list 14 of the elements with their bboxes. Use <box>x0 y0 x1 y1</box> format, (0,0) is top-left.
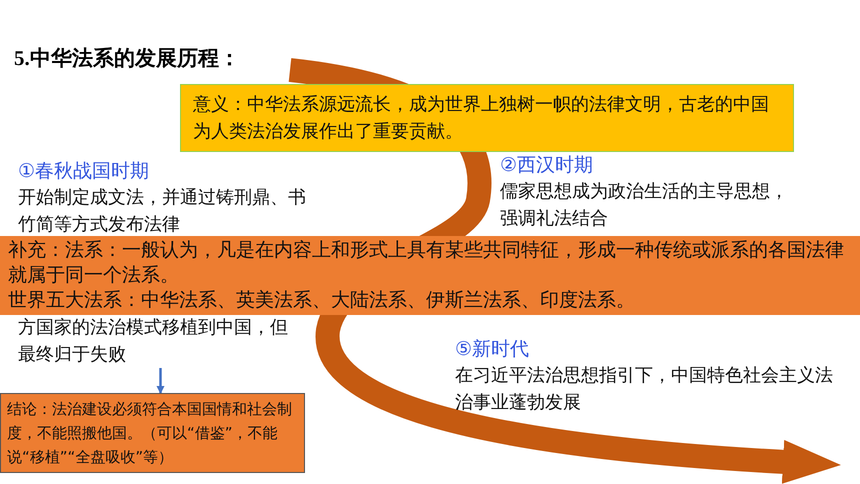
period-heading: ⑤新时代 <box>455 337 530 362</box>
period-description: 儒家思想成为政治生活的主导思想，强调礼法结合 <box>500 180 789 231</box>
legal-systems-text: 世界五大法系：中华法系、英美法系、大陆法系、伊斯兰法系、印度法系。 <box>8 288 636 313</box>
conclusion-box: 结论：法治建设必须符合本国国情和社会制度，不能照搬他国。（可以“借鉴”，不能说“移植”“全盘吸收”等） <box>0 393 305 473</box>
period-description: 方国家的法治模式移植到中国，但最终归于失败 <box>18 314 303 368</box>
significance-box: 意义：中华法系源远流长，成为世界上独树一帜的法律文明，古老的中国为人类法治发展作出了重要贡献。 <box>180 84 794 152</box>
supplement-banner <box>0 236 860 315</box>
period-heading: ②西汉时期 <box>500 153 594 178</box>
period-description: 在习近平法治思想指引下，中国特色社会主义法治事业蓬勃发展 <box>455 364 834 415</box>
slide-title: 5.中华法系的发展历程： <box>14 45 240 72</box>
period-heading: ①春秋战国时期 <box>18 159 150 184</box>
definition-text: 补充：法系：一般认为，凡是在内容上和形式上具有某些共同特征，形成一种传统或派系的各国法律就属于同一个法系。 <box>8 238 845 288</box>
period-description: 开始制定成文法，并通过铸刑鼎、书竹简等方式发布法律 <box>18 186 307 237</box>
arrow <box>156 368 164 394</box>
